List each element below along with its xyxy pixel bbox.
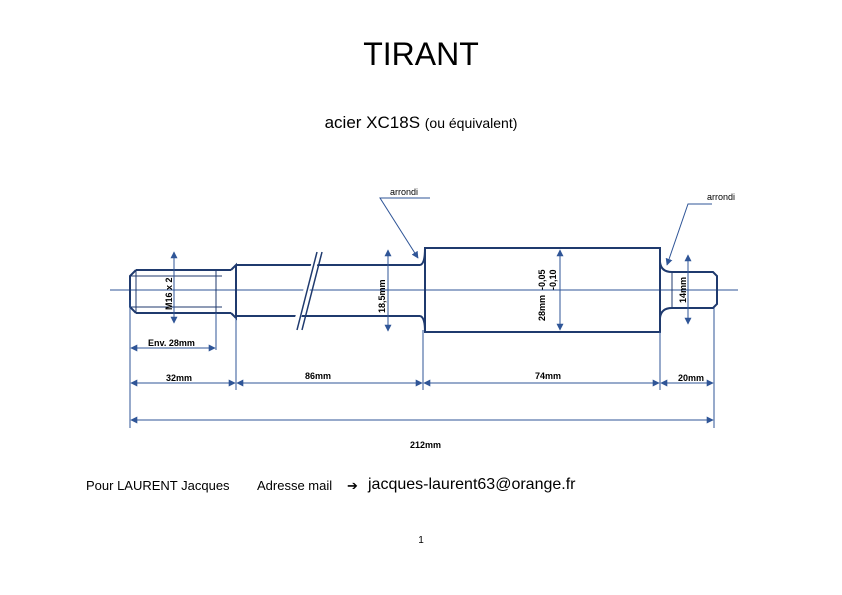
label-len-2: 86mm xyxy=(305,371,331,381)
email-link[interactable]: jacques-laurent63@orange.fr xyxy=(368,476,576,493)
label-arrondi-right: arrondi xyxy=(707,192,735,202)
body-section xyxy=(424,247,661,333)
material-subtitle: acier XC18S (ou équivalent) xyxy=(0,113,842,133)
footer-for-label: Pour LAURENT Jacques xyxy=(86,478,230,493)
leader-arrondi-right xyxy=(665,203,712,266)
label-len-4: 20mm xyxy=(678,373,704,383)
label-end-dia: 14mm xyxy=(678,277,688,303)
footer-mail-label: Adresse mail xyxy=(257,478,333,493)
break-mark-1 xyxy=(301,251,323,331)
extension-lines xyxy=(129,300,715,428)
label-total: 212mm xyxy=(410,440,441,450)
label-len-3: 74mm xyxy=(535,371,561,381)
label-tol-upper: -0,05 xyxy=(537,269,547,290)
label-env: Env. 28mm xyxy=(148,338,195,348)
thread-section xyxy=(129,269,137,314)
label-tol-lower: -0,10 xyxy=(548,269,558,290)
leader-arrondi-left xyxy=(379,197,430,259)
label-thread: M16 x 2 xyxy=(164,277,174,310)
material-main: acier XC18S xyxy=(324,113,421,132)
page-number: 1 xyxy=(418,535,424,546)
page-title: TIRANT xyxy=(363,36,479,72)
label-arrondi-left: arrondi xyxy=(390,187,418,197)
label-shaft-dia: 18,5mm xyxy=(377,279,387,313)
label-len-1: 32mm xyxy=(166,373,192,383)
material-note: (ou équivalent) xyxy=(424,115,518,131)
arrow-right-icon: ➔ xyxy=(347,478,358,493)
label-body-dia: 28mm xyxy=(537,295,547,321)
